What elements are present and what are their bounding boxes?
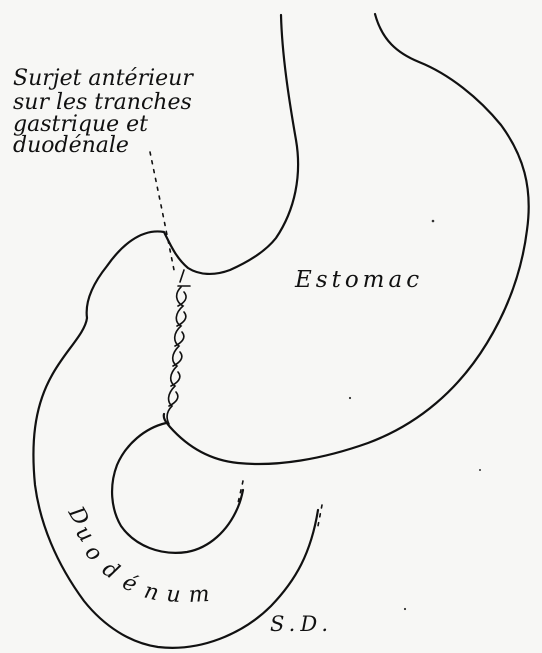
duodenum-letter-5: é: [118, 570, 140, 598]
stomach-label: Estomac: [294, 267, 423, 293]
suture-stitch-top: [180, 270, 184, 282]
artist-signature: S.D.: [270, 612, 333, 636]
annotation-line-1: Surjet antérieur: [13, 66, 194, 91]
duodenum-label: D u o d é n u m: [62, 502, 210, 608]
annotation-line-4: duodénale: [13, 133, 129, 158]
paper-speck-3: [479, 469, 481, 471]
duodenum-inner-outline: [112, 423, 243, 553]
anterior-suture: [167, 270, 190, 424]
suture-annotation: Surjet antérieur sur les tranches gastri…: [13, 66, 194, 158]
paper-speck-2: [349, 397, 351, 399]
duodenal-cut-dash-right: [318, 505, 322, 526]
stomach-greater-curvature-outline: [164, 14, 529, 464]
paper-speck-1: [432, 220, 435, 223]
annotation-leader-line: [150, 152, 174, 270]
paper-speck-4: [404, 608, 406, 610]
duodenum-letter-6: n: [142, 579, 162, 607]
duodenum-letter-7: u: [166, 582, 182, 608]
suture-running-stitch: [167, 287, 183, 424]
duodenum-letter-8: m: [188, 582, 210, 608]
duodenum-letter-3: o: [80, 540, 107, 567]
duodenum-letter-4: d: [98, 556, 124, 585]
